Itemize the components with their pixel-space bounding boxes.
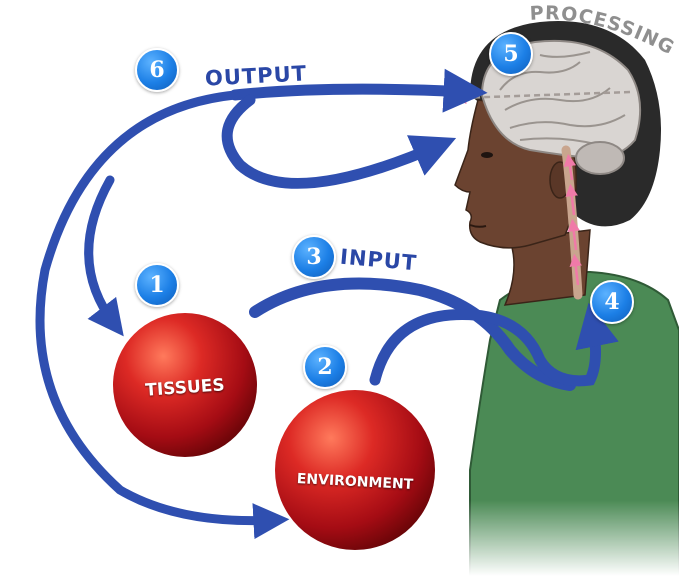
step-2-badge: 2 (303, 345, 347, 389)
step-4-badge: 4 (590, 280, 634, 324)
environment-sphere (275, 390, 435, 550)
step-3-badge: 3 (292, 235, 336, 279)
output-arrow-to-eye (235, 89, 470, 95)
step-5-badge: 5 (489, 32, 533, 76)
step-6-badge: 6 (135, 48, 179, 92)
person-figure (440, 21, 679, 576)
cerebellum (576, 142, 624, 174)
step-1-badge: 1 (135, 263, 179, 307)
output-arc-to-tissues (89, 180, 115, 325)
bottom-fade (440, 500, 679, 576)
output-loop-arrow (227, 100, 440, 183)
eye (481, 152, 493, 158)
